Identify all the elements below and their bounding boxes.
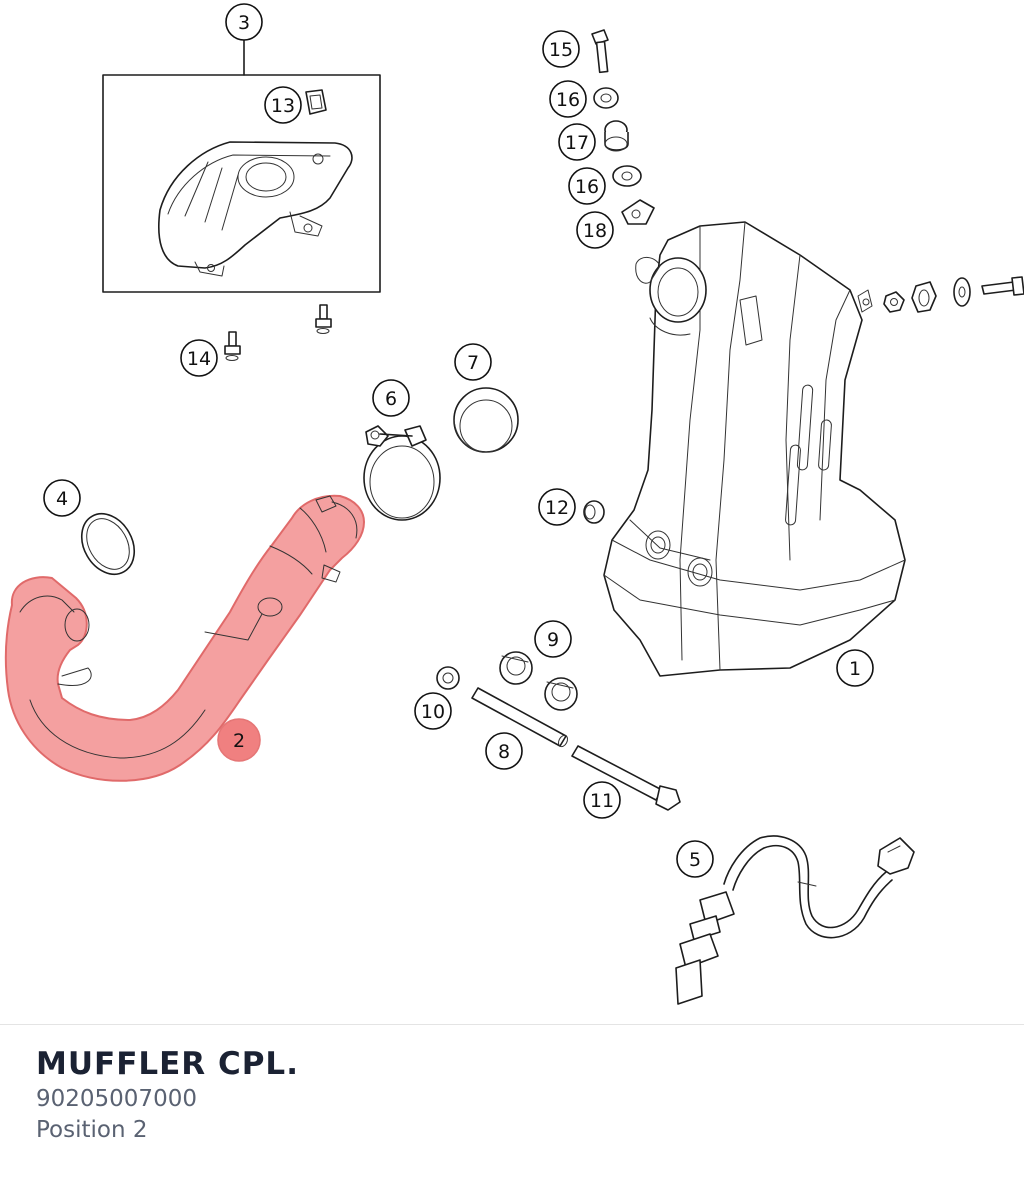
- part-number: 90205007000: [36, 1086, 197, 1112]
- part-name: MUFFLER CPL.: [36, 1046, 299, 1082]
- callout-label: 2: [233, 730, 245, 752]
- part-11-long-bolt[interactable]: [571, 745, 681, 811]
- callout-3[interactable]: 3: [225, 3, 263, 41]
- callout-label: 11: [590, 790, 614, 812]
- part-3-heat-shield[interactable]: [102, 37, 381, 293]
- callout-15[interactable]: 15: [542, 30, 580, 68]
- callout-4[interactable]: 4: [43, 479, 81, 517]
- callout-label: 8: [498, 741, 510, 763]
- divider: [0, 1024, 1024, 1025]
- part-6-clamp[interactable]: [363, 425, 441, 521]
- part-8-spacer-sleeve[interactable]: [471, 687, 569, 748]
- part-14-screw[interactable]: [224, 304, 332, 361]
- callout-label: 6: [385, 388, 397, 410]
- callout-8[interactable]: 8: [485, 732, 523, 770]
- callout-18[interactable]: 18: [576, 211, 614, 249]
- callout-12[interactable]: 12: [538, 488, 576, 526]
- callout-label: 5: [689, 849, 701, 871]
- part-9-grommet[interactable]: [499, 651, 578, 711]
- part-16-washer-upper[interactable]: [593, 87, 619, 109]
- callout-label: 7: [467, 352, 479, 374]
- callout-14[interactable]: 14: [180, 339, 218, 377]
- callout-label: 1: [849, 658, 861, 680]
- part-7-sleeve[interactable]: [453, 387, 519, 453]
- part-16-washer-lower[interactable]: [612, 165, 642, 187]
- part-13-clip[interactable]: [305, 89, 327, 115]
- callout-label: 16: [556, 89, 580, 111]
- callout-1[interactable]: 1: [836, 649, 874, 687]
- callout-10[interactable]: 10: [414, 692, 452, 730]
- callout-9[interactable]: 9: [534, 620, 572, 658]
- part-1-muffler[interactable]: [603, 221, 906, 677]
- part-4-gasket[interactable]: [71, 504, 145, 583]
- part-17-bushing[interactable]: [604, 120, 629, 152]
- callout-label: 16: [575, 176, 599, 198]
- part-2-exhaust-header-pipe[interactable]: [4, 494, 366, 782]
- callout-label: 10: [421, 701, 445, 723]
- callout-11[interactable]: 11: [583, 781, 621, 819]
- callout-label: 15: [549, 39, 573, 61]
- part-info: MUFFLER CPL. 90205007000 Position 2: [36, 1044, 299, 1146]
- callout-label: 17: [565, 132, 589, 154]
- callout-16b[interactable]: 16: [568, 167, 606, 205]
- callout-16a[interactable]: 16: [549, 80, 587, 118]
- callout-17[interactable]: 17: [558, 123, 596, 161]
- callout-label: 18: [583, 220, 607, 242]
- part-12-plug[interactable]: [583, 500, 605, 524]
- callout-label: 9: [547, 629, 559, 651]
- callout-7[interactable]: 7: [454, 343, 492, 381]
- callout-5[interactable]: 5: [676, 840, 714, 878]
- exploded-parts-diagram: 2: [4, 3, 1024, 1005]
- callout-label: 3: [238, 12, 250, 34]
- callout-13[interactable]: 13: [264, 86, 302, 124]
- part-position: Position 2: [36, 1117, 148, 1143]
- callout-6[interactable]: 6: [372, 379, 410, 417]
- callout-label: 4: [56, 488, 68, 510]
- part-5-lambda-sensor[interactable]: [675, 835, 915, 1005]
- callout-label: 14: [187, 348, 211, 370]
- callout-2[interactable]: 2: [217, 718, 261, 762]
- mounting-hardware-right[interactable]: [857, 276, 1024, 313]
- part-10-nut[interactable]: [436, 666, 460, 690]
- part-15-bolt[interactable]: [591, 29, 609, 74]
- part-18-bracket[interactable]: [621, 199, 655, 225]
- callout-label: 12: [545, 497, 569, 519]
- callout-label: 13: [271, 95, 295, 117]
